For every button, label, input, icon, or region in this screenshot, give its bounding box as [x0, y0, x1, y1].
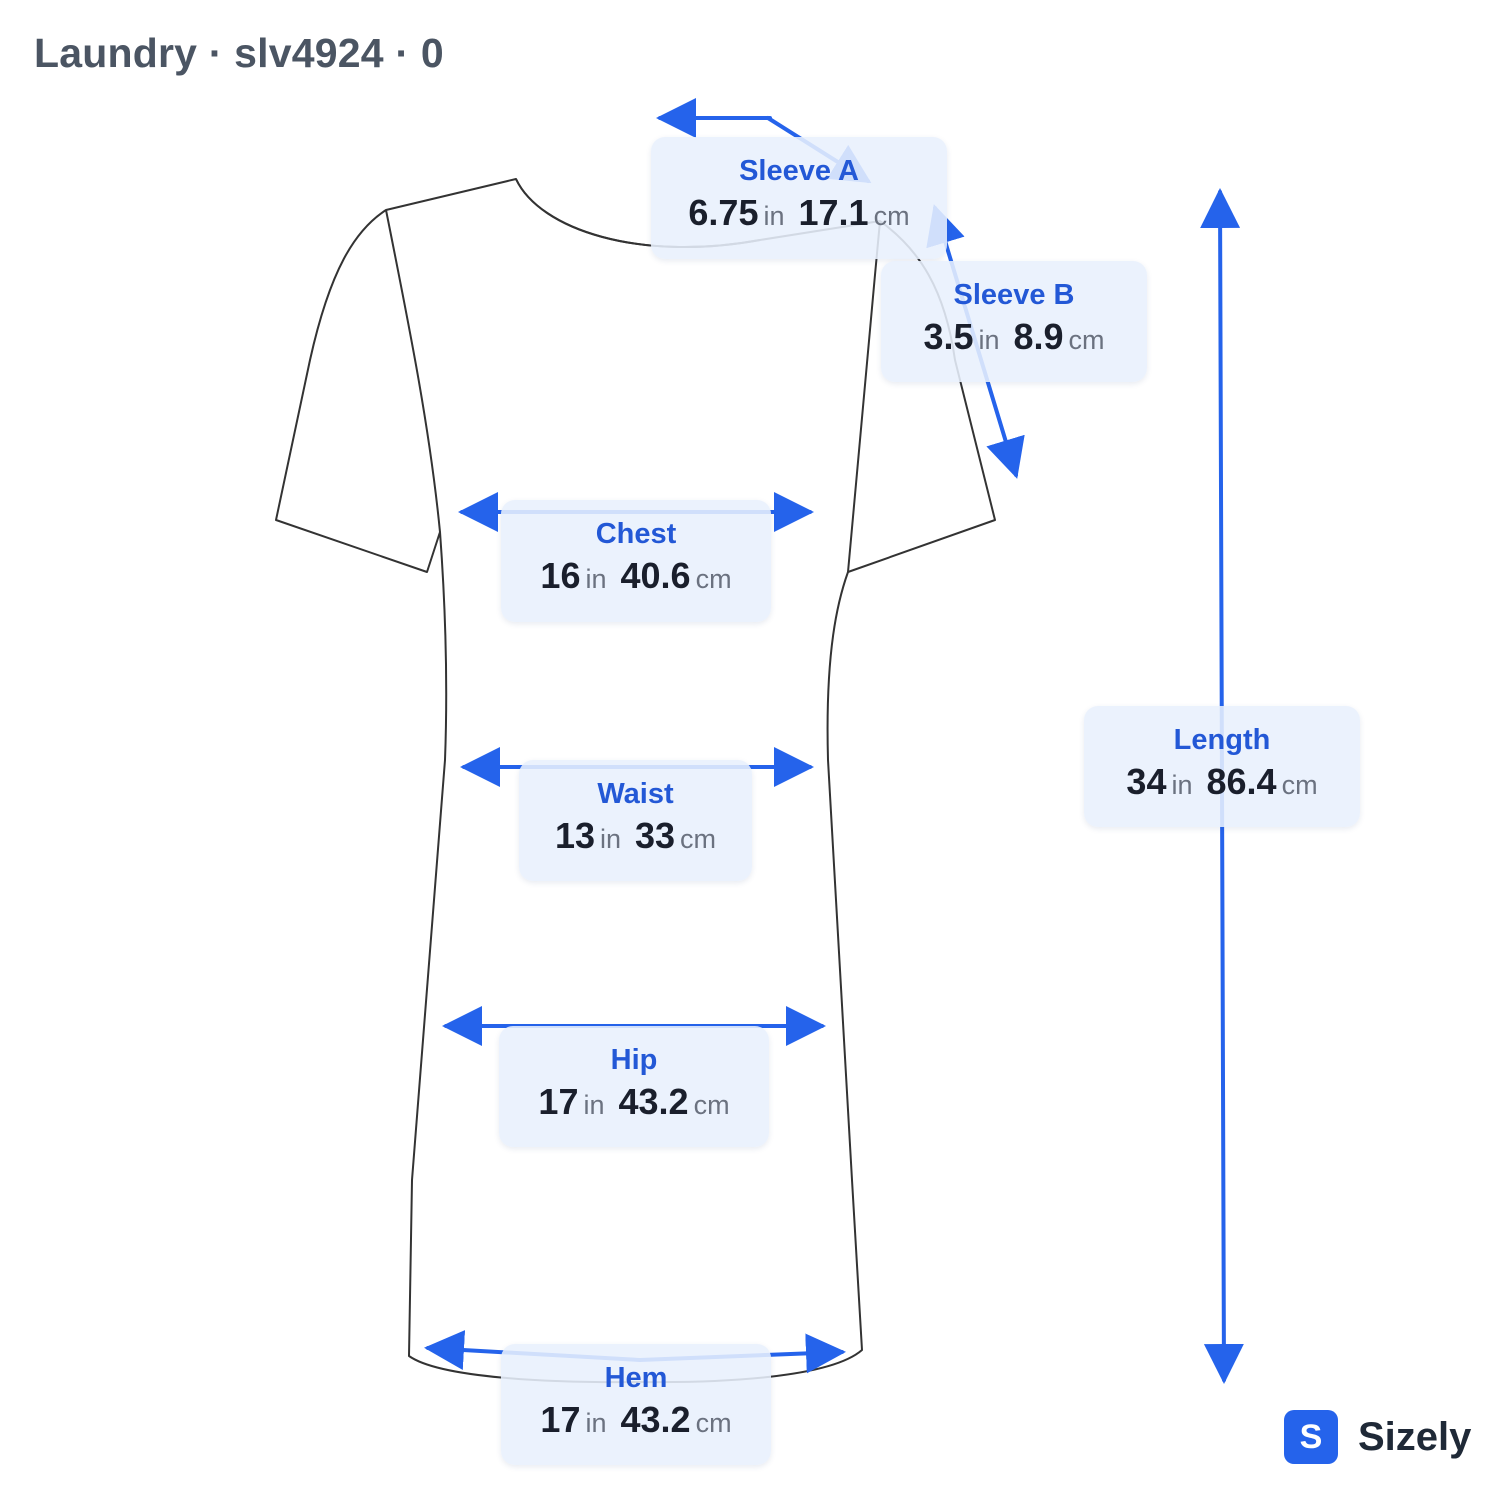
unit-inches: in	[763, 201, 785, 231]
value-inches: 17	[538, 1081, 579, 1122]
unit-inches: in	[585, 1408, 607, 1438]
unit-cm: cm	[1281, 770, 1318, 800]
unit-inches: in	[599, 824, 621, 854]
value-inches: 13	[554, 815, 595, 856]
measurement-name: Length	[1173, 724, 1271, 756]
value-inches: 17	[540, 1399, 581, 1440]
unit-cm: cm	[695, 564, 732, 594]
unit-cm: cm	[695, 1408, 732, 1438]
sizely-logo-icon: S	[1284, 1410, 1338, 1464]
unit-cm: cm	[693, 1090, 730, 1120]
value-inches: 3.5	[923, 316, 974, 357]
unit-cm: cm	[873, 201, 910, 231]
measurement-name: Sleeve A	[739, 155, 859, 187]
value-cm: 8.9	[1013, 316, 1064, 357]
left-sleeve-seam	[385, 209, 441, 533]
measurement-name: Chest	[595, 518, 677, 550]
page-title: Laundry · slv4924 · 0	[34, 30, 444, 76]
unit-cm: cm	[1068, 325, 1105, 355]
measurement-name: Hip	[610, 1044, 658, 1076]
value-cm: 43.2	[618, 1081, 689, 1122]
value-cm: 40.6	[620, 555, 691, 596]
value-cm: 17.1	[798, 192, 869, 233]
measurement-name: Hem	[604, 1362, 668, 1394]
brand-name: Sizely	[1358, 1414, 1472, 1459]
value-inches: 16	[540, 555, 581, 596]
value-cm: 33	[635, 815, 676, 856]
measurement-name: Waist	[597, 778, 674, 810]
value-inches: 34	[1126, 761, 1167, 802]
unit-inches: in	[1171, 770, 1193, 800]
unit-inches: in	[978, 325, 1000, 355]
unit-inches: in	[583, 1090, 605, 1120]
right-sleeve-seam	[847, 220, 881, 573]
value-inches: 6.75	[688, 192, 759, 233]
unit-cm: cm	[680, 824, 717, 854]
unit-inches: in	[585, 564, 607, 594]
brand-logo: S Sizely	[1284, 1410, 1471, 1464]
value-cm: 86.4	[1206, 761, 1277, 802]
measurement-name: Sleeve B	[953, 279, 1075, 311]
value-cm: 43.2	[620, 1399, 691, 1440]
